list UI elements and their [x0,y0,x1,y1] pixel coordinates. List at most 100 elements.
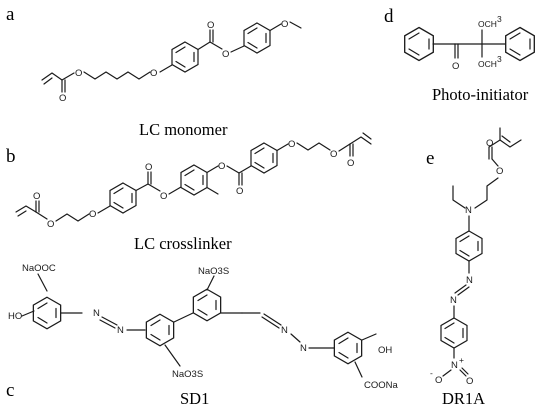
sd1-sulfonate-bottom: NaO3S [172,369,203,380]
sd1-ring-1 [32,296,62,330]
panel-e-caption: DR1A [442,389,485,408]
panel-b-letter: b [6,146,16,167]
sd1-ring-4 [333,331,363,365]
ester-oxygen: O [75,68,82,79]
left-ether-bond [97,205,111,214]
sd1-hydroxyl-right: OH [378,345,392,356]
right-acrylate-vinyl [349,136,372,145]
aryl-ester-bond [230,45,245,53]
dr1a-ring-bottom [440,317,468,349]
sd1-azo-n2: N [117,325,124,336]
panel-c-caption: SD1 [180,389,209,408]
photoinitiator-ring-right [505,26,535,62]
sd1-carboxylate-right: COONa [364,380,399,391]
sd1-hydroxyl-bond-left [21,310,35,317]
benzene-ring-b2-central [180,164,208,196]
panel-c-letter: c [6,380,14,401]
sd1-azo-double-2 [261,316,280,329]
sd1-hydroxyl-left: HO [8,311,22,322]
left-ester-oxygen: O [47,219,54,230]
dr1a-nitro-o: O [466,376,473,387]
sd1-hydroxyl-bond-right [361,333,377,341]
benzene-ring-b1 [109,182,137,214]
ester-bond-a2 [209,41,223,50]
dr1a-nitro-o-bond-right [459,369,467,377]
sd1-ring-3 [192,288,222,322]
carbonyl-oxygen: O [59,93,66,104]
central-methyl-bond [206,186,219,195]
dr1a-nitro-plus: + [459,355,464,365]
right-ether-bond [276,143,289,152]
right-ether-oxygen: O [288,139,295,150]
left-acrylate-vinyl [15,205,37,213]
sd1-carboxylate-left: NaOOC [22,263,56,274]
dr1a-azo-double [454,284,467,294]
photoinitiator-methoxy-bottom-sub: 3 [497,54,502,64]
left-carbonyl-oxygen: O [33,191,40,202]
photoinitiator-methoxy-bottom: OCH [478,59,497,69]
left-acrylate-double [17,210,27,217]
dr1a-nitro-n: N [451,360,458,371]
right-propyl-chain [296,142,331,151]
photoinitiator-methoxy-top-sub: 3 [497,14,502,24]
sd1-sulfonate-top: NaO3S [198,266,229,277]
dr1a-amine-n: N [465,205,472,216]
ester-oxygen-a2: O [222,49,229,60]
b-carbonyl-oxygen-1: O [145,162,152,173]
hexyl-chain [83,71,151,80]
sd1-sulfonate-bond-bottom [164,344,181,367]
dr1a-nitro-minus: - [430,368,433,378]
methoxy-oxygen: O [281,19,288,30]
acrylate-vinyl-bond [41,72,63,81]
dr1a-azo-double-b [457,286,470,296]
panel-a: a O O O O O [6,4,302,139]
b-ester-oxygen-2: O [218,161,225,172]
left-ester-bond [35,211,48,220]
dr1a-nitro-o-double [461,367,469,375]
benzene-ring-a1 [171,41,199,73]
carbonyl-oxygen-a2: O [207,20,214,31]
sd1-azo-n3: N [281,325,288,336]
b-ester-oxygen-1: O [160,191,167,202]
photoinitiator-carbonyl-oxygen: O [452,61,459,72]
ether-oxygen: O [150,68,157,79]
panel-d: d O OCH 3 OCH 3 Photo-initiator [384,6,535,104]
sd1-carboxylate-bond-left [37,273,48,292]
sd1-azo-n1: N [93,308,100,319]
panel-d-caption: Photo-initiator [432,85,529,104]
ether-bond [159,64,173,73]
panel-c: c NaOOC HO N N NaO3S [6,263,399,408]
panel-a-letter: a [6,4,15,25]
dr1a-ring-top [455,230,483,262]
dr1a-ethyl-group [452,185,466,209]
sd1-azo-n4: N [300,343,307,354]
dr1a-acrylate-double [501,135,511,143]
b-aryl-bond-2 [206,165,219,174]
ester-bond [61,72,75,81]
dr1a-acrylate-vinyl [499,139,522,148]
right-acrylate-double [362,132,372,140]
dr1a-carbonyl-bond [488,139,501,148]
sd1-carboxylate-bond-right [354,361,363,378]
photoinitiator-methoxy-top: OCH [478,19,497,29]
right-carbonyl-oxygen: O [347,158,354,169]
dr1a-azo-n2: N [450,295,457,306]
sd1-azo-double-1b [99,319,116,329]
panel-b-caption: LC crosslinker [134,234,232,253]
panel-e-letter: e [426,148,434,169]
b-carbonyl-oxygen-2: O [236,186,243,197]
dr1a-nitro-o-minus: O [435,375,442,386]
b-aryl-bond-1 [168,186,182,195]
methyl-bond [289,21,302,29]
sd1-biphenyl-bond [173,312,194,323]
b-ester-link-2 [238,165,252,174]
sd1-azo-double-2b [263,313,282,326]
dr1a-ester-oxygen: O [496,166,503,177]
panel-b: b O O O O O O [6,132,372,253]
dr1a-carbonyl-oxygen: O [486,138,493,149]
b-ester-link-1 [135,183,149,192]
methoxy-bond [269,23,282,32]
sd1-azo-link [290,333,301,343]
